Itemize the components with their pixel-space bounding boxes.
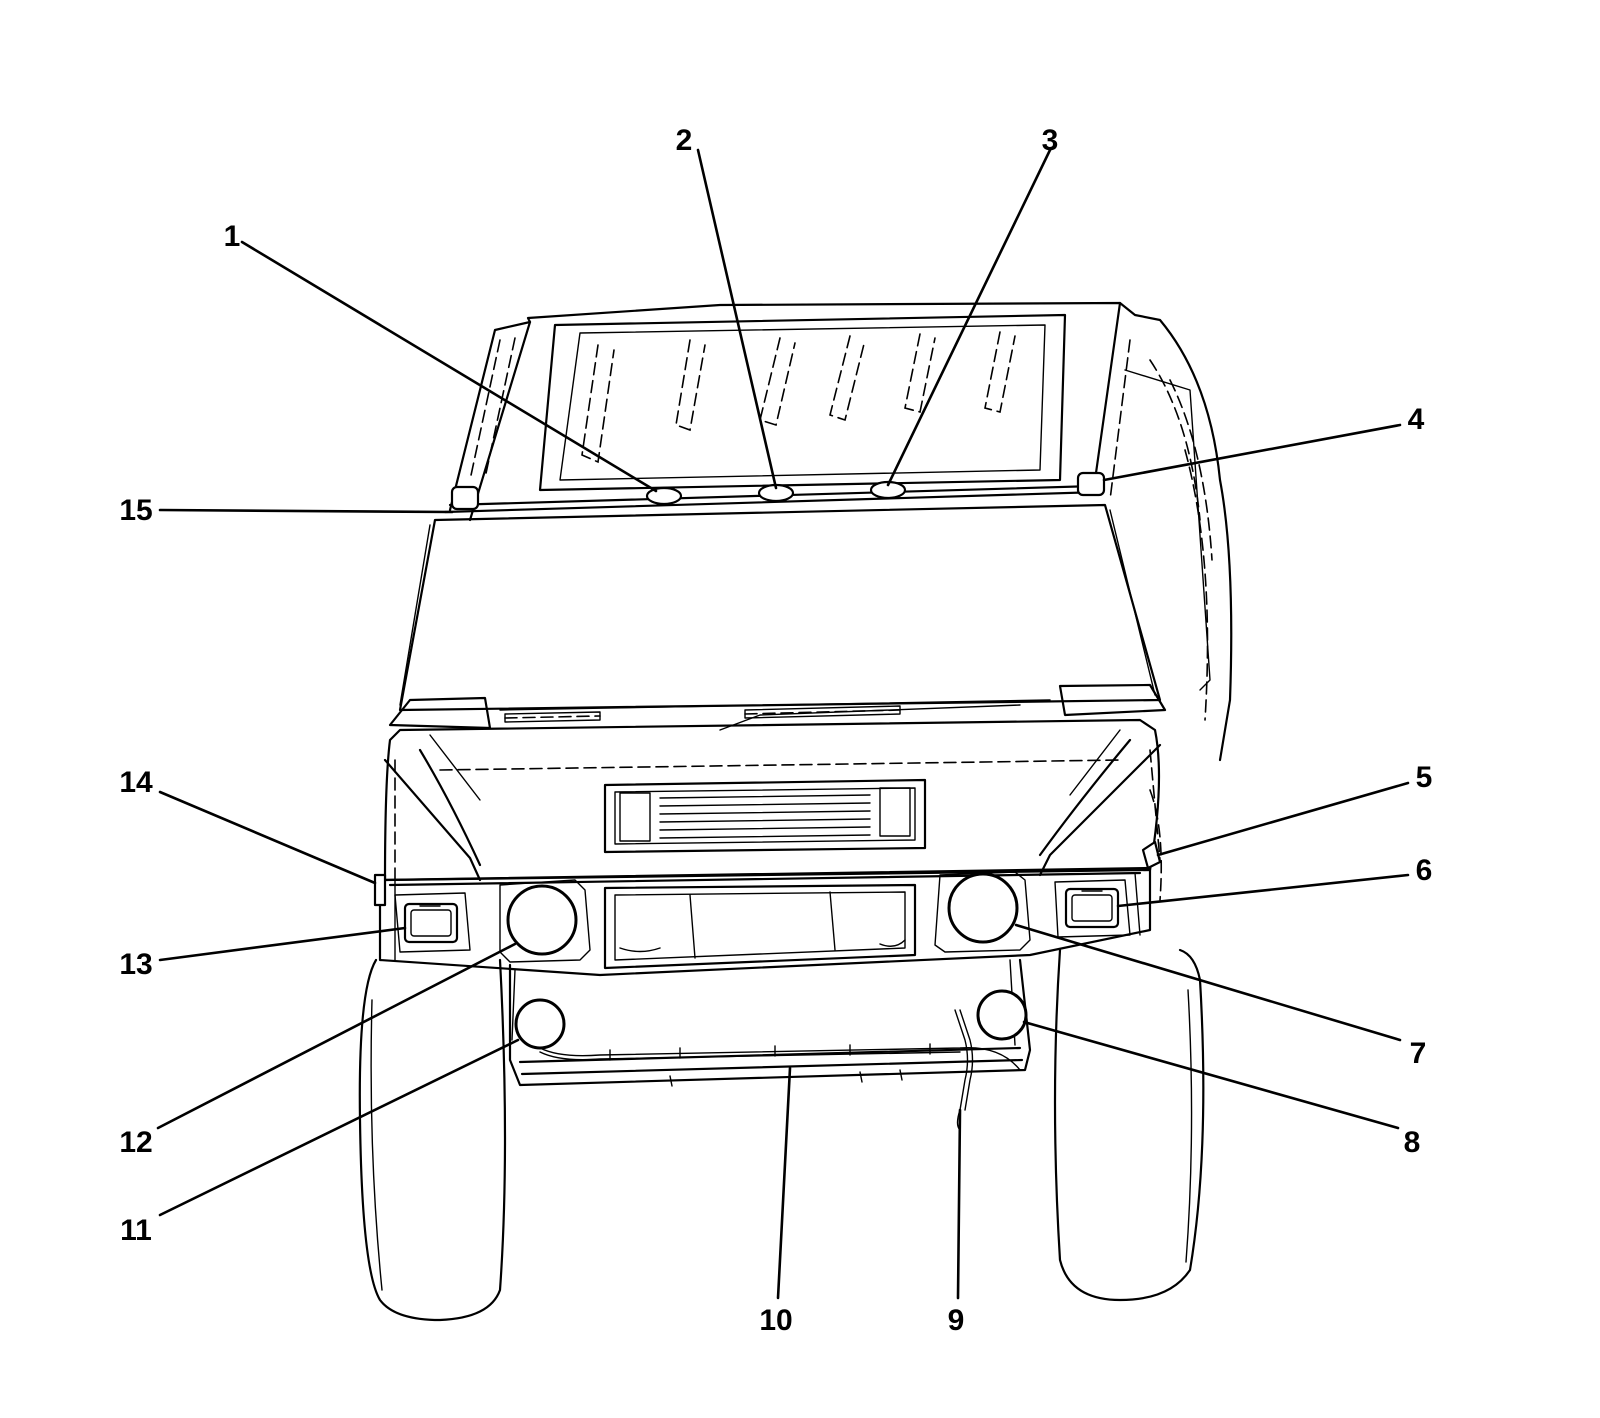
left-park-turn-lamp xyxy=(403,902,459,944)
left-side-marker-lamp xyxy=(373,873,387,907)
side-marker-lamps xyxy=(373,840,1162,907)
callout-8: 8 xyxy=(1404,1126,1421,1159)
hood-air-vent xyxy=(603,778,927,854)
fog-lamps xyxy=(514,989,1028,1050)
callout-11: 11 xyxy=(120,1214,152,1247)
leader-line-13 xyxy=(158,926,407,962)
fog-lamp-wiring-harness xyxy=(539,1009,1021,1131)
right-side-marker-lamp xyxy=(1141,840,1162,870)
right-inner-roof-marker-lamp xyxy=(869,480,907,500)
callout-9: 9 xyxy=(948,1304,965,1337)
leader-line-9 xyxy=(956,1108,962,1300)
front-bumper xyxy=(508,958,1032,1087)
leader-lines xyxy=(156,148,1410,1300)
right-front-tire xyxy=(1053,948,1205,1302)
headlamps xyxy=(506,872,1019,956)
callout-6: 6 xyxy=(1416,854,1433,887)
leader-line-6 xyxy=(1116,873,1410,908)
callout-7: 7 xyxy=(1410,1037,1427,1070)
front-grille-panel xyxy=(378,866,1152,977)
right-park-turn-lamp xyxy=(1064,887,1120,929)
cab-roof xyxy=(443,301,1233,762)
callout-15: 15 xyxy=(119,494,152,527)
left-headlamp xyxy=(506,884,578,956)
right-fog-lamp xyxy=(976,989,1028,1041)
callout-14: 14 xyxy=(119,766,153,799)
leader-line-10 xyxy=(776,1066,792,1300)
left-inner-roof-marker-lamp xyxy=(645,486,683,506)
callout-3: 3 xyxy=(1042,124,1059,157)
right-outer-roof-marker-lamp xyxy=(1076,471,1106,497)
callout-4: 4 xyxy=(1408,403,1425,436)
leader-line-1 xyxy=(240,240,658,493)
leader-line-7 xyxy=(1014,923,1402,1042)
callout-labels: 1 2 3 4 5 6 7 8 9 10 11 12 13 14 15 xyxy=(119,124,1432,1337)
leader-line-5 xyxy=(1156,781,1410,857)
leader-line-4 xyxy=(1102,423,1402,482)
leader-line-12 xyxy=(156,942,517,1130)
leader-line-2 xyxy=(696,148,778,490)
leader-line-11 xyxy=(158,1038,520,1217)
callout-10: 10 xyxy=(759,1304,792,1337)
callout-2: 2 xyxy=(676,124,693,157)
park-turn-lamps xyxy=(403,887,1120,944)
left-fog-lamp xyxy=(514,998,566,1050)
leader-line-15 xyxy=(158,508,454,514)
leader-line-14 xyxy=(158,790,377,885)
windshield xyxy=(398,503,1162,712)
callout-1: 1 xyxy=(224,220,241,253)
callout-12: 12 xyxy=(119,1126,152,1159)
left-front-tire xyxy=(358,958,507,1322)
leader-line-3 xyxy=(886,148,1052,487)
right-headlamp xyxy=(947,872,1019,944)
callout-5: 5 xyxy=(1416,761,1433,794)
leader-line-8 xyxy=(1022,1020,1400,1130)
left-outer-roof-marker-lamp xyxy=(450,485,480,511)
roof-marker-lamps xyxy=(450,471,1106,511)
grille-center-opening xyxy=(603,883,917,970)
cowl xyxy=(388,683,1167,731)
callout-13: 13 xyxy=(119,948,152,981)
